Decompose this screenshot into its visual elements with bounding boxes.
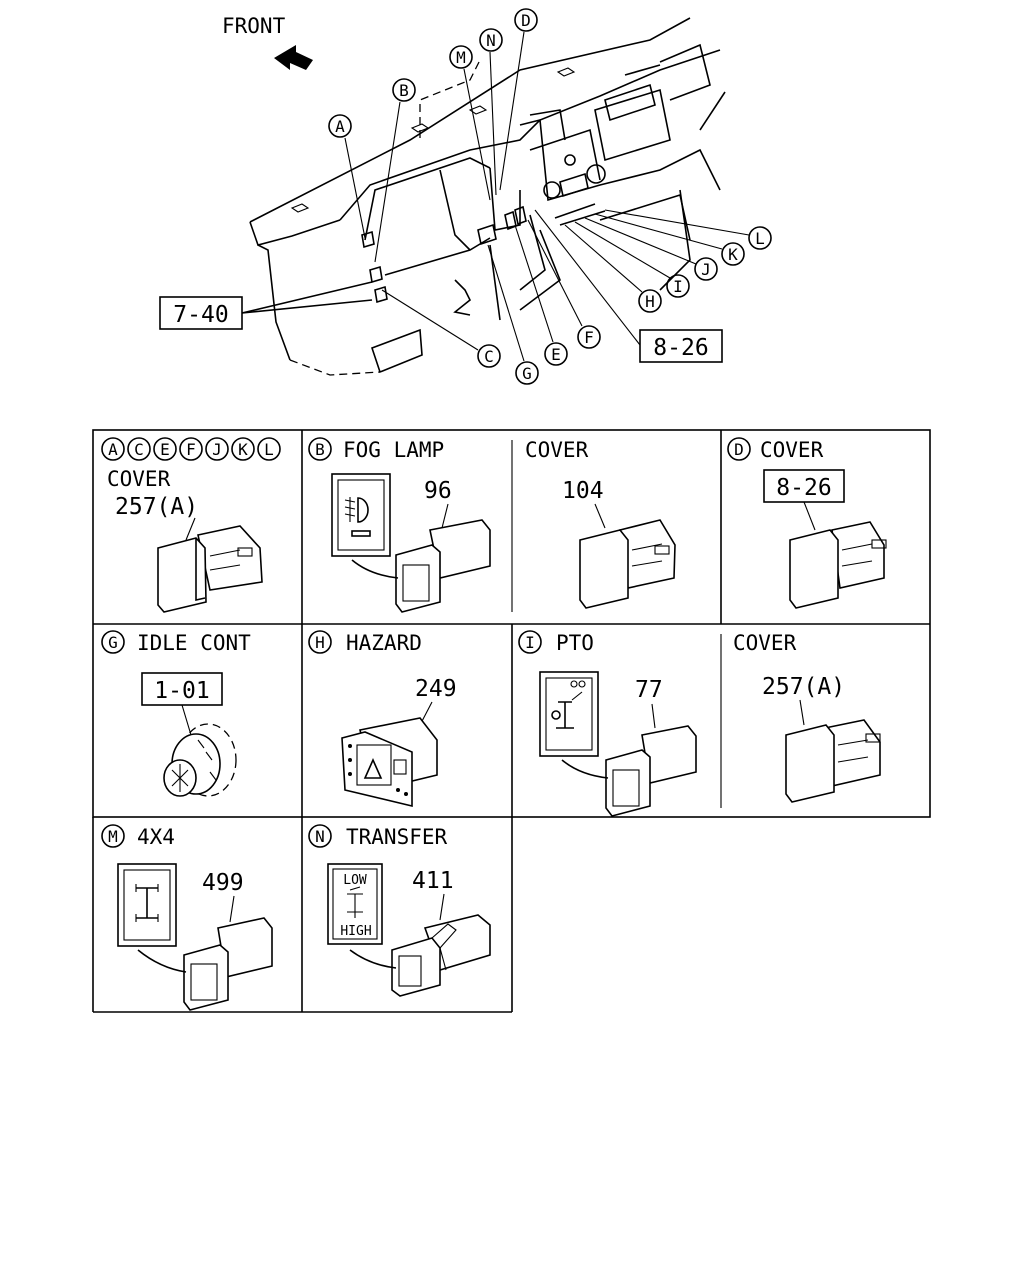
- callout-c: C: [381, 289, 501, 368]
- cell-transfer: N TRANSFER LOW HIGH 411: [308, 824, 491, 997]
- svg-text:D: D: [734, 440, 744, 459]
- svg-text:K: K: [728, 245, 738, 264]
- svg-text:B: B: [315, 440, 325, 459]
- cell-title: COVER: [525, 438, 589, 462]
- pto-switch-icon: [605, 725, 697, 817]
- svg-text:D: D: [521, 11, 531, 30]
- callout-k: K: [594, 213, 745, 266]
- transfer-switch-icon: [391, 914, 491, 997]
- transfer-symbol-plate: LOW HIGH: [327, 863, 383, 945]
- front-arrow-icon: [274, 45, 313, 70]
- svg-text:I: I: [525, 633, 535, 652]
- cell-idle-cont: G IDLE CONT 1-01: [101, 630, 251, 797]
- callout-e: E: [514, 224, 568, 366]
- ref-box-7-40: 7-40: [159, 281, 373, 330]
- callout-i: I: [574, 221, 690, 298]
- cell-title: TRANSFER: [346, 825, 448, 849]
- switch-cover-icon: [157, 525, 263, 613]
- cell-title: COVER: [733, 631, 797, 655]
- switch-cover-icon: [579, 519, 676, 609]
- 4x4-switch-icon: [183, 917, 273, 1011]
- part-number: 77: [635, 677, 663, 703]
- cell-cover-104: COVER 104: [525, 438, 676, 609]
- dashboard-outline: [249, 17, 726, 376]
- svg-text:M: M: [456, 48, 466, 67]
- svg-text:M: M: [108, 827, 118, 846]
- cell-cover-257a: A C E F J K L COVER 257(A): [101, 437, 281, 613]
- svg-text:C: C: [484, 347, 494, 366]
- cell-title: COVER: [760, 438, 824, 462]
- svg-text:G: G: [522, 364, 532, 383]
- parts-table: [92, 429, 931, 1013]
- callout-b: B: [374, 78, 416, 263]
- cell-title: IDLE CONT: [137, 631, 251, 655]
- ref-box-8-26: 8-26: [534, 209, 723, 363]
- callout-g: G: [487, 244, 539, 385]
- switch-cover-icon: [789, 521, 887, 609]
- svg-text:C: C: [134, 440, 144, 459]
- svg-text:K: K: [238, 440, 248, 459]
- switch-cover-icon: [785, 719, 881, 803]
- part-number: 104: [562, 478, 604, 504]
- callout-a: A: [328, 114, 366, 239]
- cell-title: HAZARD: [346, 631, 422, 655]
- svg-text:N: N: [315, 827, 325, 846]
- svg-text:F: F: [584, 328, 594, 347]
- svg-text:A: A: [108, 440, 118, 459]
- svg-text:I: I: [673, 277, 683, 296]
- callout-l: L: [604, 209, 772, 250]
- part-number: 499: [202, 870, 244, 896]
- cell-cover-d: D COVER 8-26: [727, 437, 887, 609]
- cell-pto: I PTO 77: [518, 630, 697, 817]
- cell-fog-lamp: B FOG LAMP 96: [308, 437, 491, 613]
- cell-title: FOG LAMP: [343, 438, 444, 462]
- plate-low-label: LOW: [343, 873, 367, 888]
- fog-lamp-switch-icon: [395, 519, 491, 613]
- callout-n: N: [479, 28, 503, 196]
- part-number: 249: [415, 676, 457, 702]
- callout-f: F: [527, 219, 601, 349]
- svg-text:J: J: [701, 260, 711, 279]
- fog-lamp-symbol-plate: [331, 473, 391, 557]
- part-number: 411: [412, 868, 454, 894]
- cell-title: 4X4: [137, 825, 175, 849]
- svg-text:J: J: [212, 440, 222, 459]
- part-number: 257(A): [762, 674, 845, 700]
- svg-text:H: H: [645, 292, 655, 311]
- svg-text:E: E: [551, 345, 561, 364]
- svg-text:F: F: [186, 440, 196, 459]
- cell-hazard: H HAZARD 249: [308, 630, 457, 808]
- callout-m: M: [449, 45, 491, 201]
- ref-box: 1-01: [154, 678, 209, 704]
- cell-cover-257a-2: COVER 257(A): [733, 631, 881, 803]
- callout-d: D: [499, 8, 538, 191]
- pto-symbol-plate: [539, 671, 599, 757]
- svg-text:L: L: [755, 229, 765, 248]
- plate-high-label: HIGH: [340, 924, 371, 939]
- svg-text:8-26: 8-26: [653, 335, 708, 361]
- 4x4-symbol-plate: [117, 863, 177, 947]
- svg-text:G: G: [108, 633, 118, 652]
- part-number: 257(A): [115, 494, 198, 520]
- cell-title: PTO: [556, 631, 594, 655]
- dashboard-overview: FRONT: [159, 8, 772, 385]
- cell-4x4: M 4X4 499: [101, 824, 273, 1011]
- callout-j: J: [584, 217, 718, 281]
- svg-text:N: N: [486, 31, 496, 50]
- svg-text:7-40: 7-40: [173, 302, 228, 328]
- hazard-switch-icon: [341, 717, 438, 808]
- callout-h: H: [564, 224, 662, 313]
- svg-text:L: L: [264, 440, 274, 459]
- ref-box: 8-26: [776, 475, 831, 501]
- front-label: FRONT: [222, 14, 286, 38]
- svg-text:B: B: [399, 81, 409, 100]
- svg-text:E: E: [160, 440, 170, 459]
- idle-knob-icon: [163, 723, 237, 797]
- part-number: 96: [424, 478, 452, 504]
- cell-sub: COVER: [107, 467, 171, 491]
- svg-text:H: H: [315, 633, 325, 652]
- letter-circles: A C E F J K L: [101, 437, 281, 461]
- svg-text:A: A: [335, 117, 345, 136]
